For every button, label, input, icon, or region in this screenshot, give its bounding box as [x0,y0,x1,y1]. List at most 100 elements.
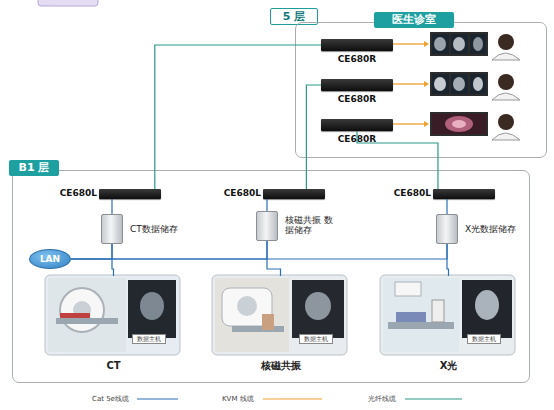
head [498,74,514,90]
corner-tab [38,0,98,6]
cat5e-cable [446,199,447,214]
head [498,34,514,50]
scan-image [445,116,473,132]
node-label: CE680R [321,54,393,64]
data-server: 核磁共振 数据储存 [256,211,278,241]
kvm-line [393,83,424,84]
cat5e-cable [71,244,447,259]
patient [60,313,90,318]
screen [451,34,468,54]
screen [432,74,449,94]
cat5e-cable [266,199,267,211]
node-label: CT [46,360,181,372]
floor-region: B1 层CE680LCT数据储存CE680L核磁共振 数据储存CE680LX光数… [12,170,530,383]
room [383,278,459,352]
coat [492,53,520,60]
photo-frame [380,275,515,355]
monitor-set [430,32,488,56]
arrow-head [424,121,429,127]
cat5e-cable [71,241,267,259]
fiber-sample [405,398,462,399]
scan-image [452,120,466,128]
screen [432,114,486,134]
kvm-receiver: CE680R [321,119,393,131]
xray-tube [395,282,421,296]
gantry [60,288,104,332]
fiber-cable [306,85,321,189]
photo-frame [45,275,180,355]
mri-photo [212,275,347,355]
cat5e-cable [111,199,112,214]
patient [396,312,426,322]
fiber-cable [155,45,321,189]
arrow-head [424,41,429,47]
modality-panel: 数据主机X光 [381,276,516,356]
node-label: X光 [381,360,516,372]
modality-panel: 数据主机CT [46,276,181,356]
arrow-head [424,81,429,87]
monitor-frame [430,112,488,136]
floor-region: 医生诊室CE680RCE680RCE680R [295,22,547,158]
table [388,322,454,329]
scan-image [140,292,164,320]
monitor-set [430,72,488,96]
kvm-transmitter: CE680L [99,189,161,199]
xray-photo [380,275,515,355]
kvm-sample [263,398,322,399]
kvm-line [393,123,424,124]
table [232,326,284,332]
scan-image [473,37,483,51]
screen [432,34,449,54]
head [498,114,514,130]
photo-frame [212,275,347,355]
host-screen [292,280,344,338]
node-label: CE680L [389,188,431,198]
cat5e-cable [267,241,281,276]
scan-image [305,292,331,320]
node-label: 核磁共振 数据储存 [285,215,341,236]
modality-panel: 数据主机核磁共振 [213,276,348,356]
table [56,318,118,324]
legend-text: KVM 线缆 [222,394,254,404]
staff [262,314,274,330]
cat5e-cable [112,244,114,276]
doctor [492,34,520,60]
staff [432,300,444,322]
mri-bore [237,296,257,316]
kvm-transmitter: CE680L [433,189,495,199]
host-screen [128,280,176,338]
scan-image [434,37,446,51]
screen [470,34,486,54]
coat [492,133,520,140]
kvm-line [393,43,424,44]
kvm-receiver: CE680R [321,39,393,51]
cat5e-cable [71,244,112,259]
room [215,278,289,352]
monitor-frame [430,32,488,56]
node-label: CT数据储存 [130,224,210,234]
scan-image [453,77,465,91]
node-label: 数据主机 [467,334,501,344]
kvm-cable [393,41,429,127]
scan-image [453,37,465,51]
node-label: 核磁共振 [213,360,348,372]
screen [470,74,486,94]
node-label: B1 层 [9,160,59,176]
data-server: CT数据储存 [101,214,123,244]
fiber-cable [357,131,438,189]
legend-text: Cat 5e线缆 [92,394,129,404]
scan-image [475,290,499,320]
host-screen [462,280,512,338]
cat5e-cable [447,244,449,276]
kvm-transmitter: CE680L [263,189,325,199]
room [48,278,126,352]
doctor [492,74,520,100]
scan-image [473,77,483,91]
cat5e-sample [137,398,178,399]
scan-image [434,77,446,91]
coat [492,93,520,100]
node-label: 医生诊室 [374,12,454,28]
doctor [492,114,520,140]
ct-photo [45,275,180,355]
